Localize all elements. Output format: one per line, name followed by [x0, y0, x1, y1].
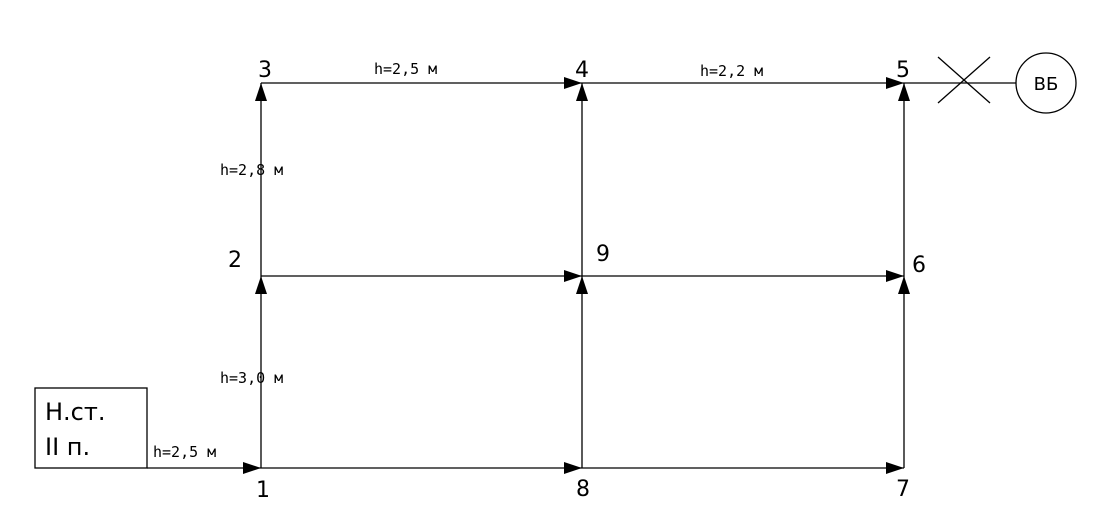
node-label-5: 5	[896, 58, 910, 83]
node-label-8: 8	[576, 477, 590, 502]
valve-cross-b	[937, 56, 991, 104]
pump-station-box	[34, 387, 148, 469]
edge-labels: h=2,5 м h=3,0 м h=2,8 м h=2,5 м h=2,2 м	[153, 60, 763, 461]
node-label-6: 6	[912, 253, 926, 278]
water-tower: ВБ	[1015, 52, 1077, 114]
edge-label-station-1: h=2,5 м	[153, 443, 216, 461]
node-label-1: 1	[256, 478, 270, 503]
pump-station-line1: Н.ст.	[45, 398, 105, 426]
pump-station-line2: II п.	[45, 433, 90, 461]
node-label-9: 9	[596, 242, 610, 267]
pump-station: Н.ст. II п.	[34, 387, 148, 469]
node-label-7: 7	[896, 477, 910, 502]
pipe-edges	[147, 56, 1016, 474]
water-tower-label: ВБ	[1034, 74, 1059, 95]
water-tower-circle	[1015, 52, 1077, 114]
node-label-2: 2	[228, 248, 242, 273]
node-labels: 1 2 3 4 5 6 7 8 9	[228, 58, 926, 503]
edge-label-2-3: h=2,8 м	[220, 161, 283, 179]
edge-label-4-5: h=2,2 м	[700, 62, 763, 80]
edge-label-3-4: h=2,5 м	[374, 60, 437, 78]
edge-label-1-2: h=3,0 м	[220, 369, 283, 387]
node-label-4: 4	[575, 58, 589, 83]
node-label-3: 3	[258, 58, 272, 83]
